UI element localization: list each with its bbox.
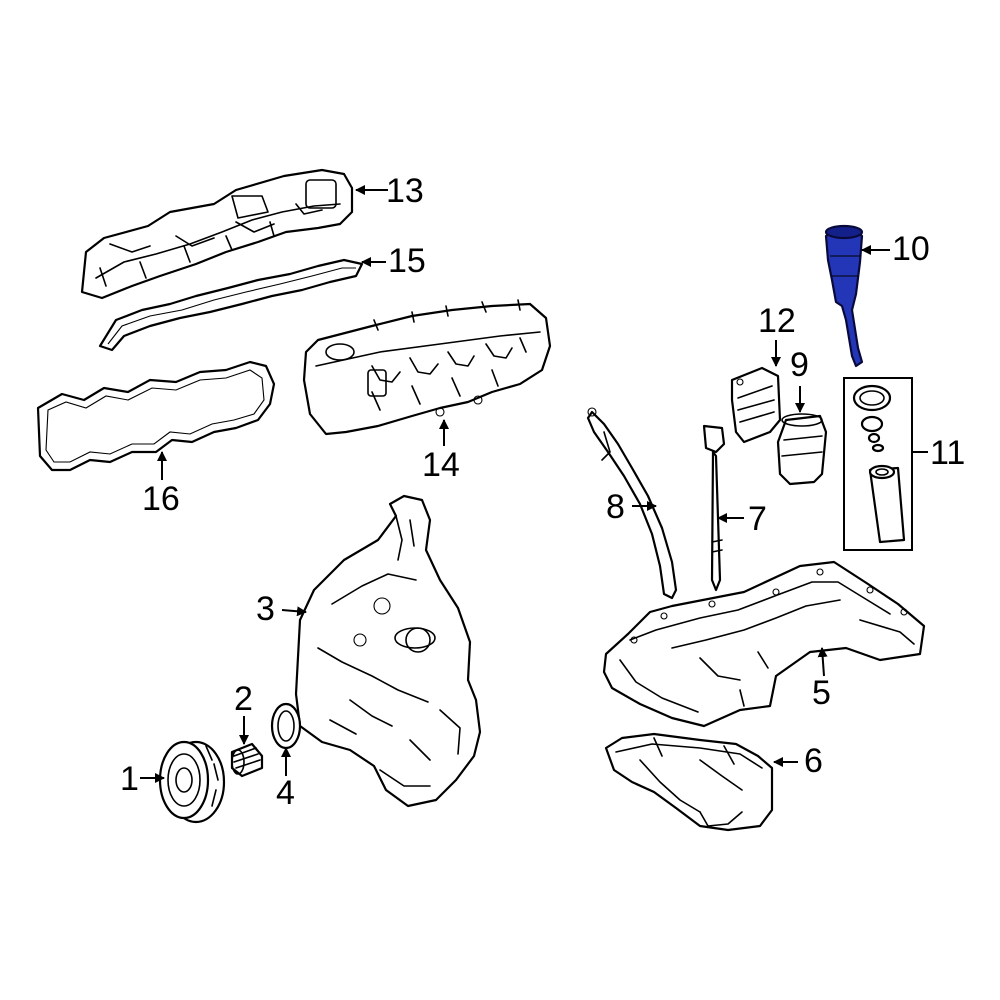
part-6-oil-pan-lower[interactable] xyxy=(604,732,774,832)
callout-2[interactable]: 2 xyxy=(234,680,253,718)
callout-labels: 13 15 16 14 3 2 4 1 8 7 12 9 10 11 5 6 xyxy=(120,172,965,812)
callout-13[interactable]: 13 xyxy=(386,172,424,210)
part-15-gasket[interactable] xyxy=(98,258,364,352)
part-13-valve-cover[interactable] xyxy=(80,168,354,300)
part-5-oil-pan-upper[interactable] xyxy=(602,560,926,728)
part-11-seal-kit[interactable] xyxy=(843,377,913,551)
part-1-crankshaft-pulley[interactable] xyxy=(158,740,226,824)
callout-15[interactable]: 15 xyxy=(388,242,426,280)
part-10-oil-filler-cap[interactable] xyxy=(824,224,864,368)
callout-9[interactable]: 9 xyxy=(790,346,809,384)
callout-3[interactable]: 3 xyxy=(256,590,275,628)
callout-12[interactable]: 12 xyxy=(758,302,796,340)
part-7-dipstick[interactable] xyxy=(702,424,726,592)
callout-14[interactable]: 14 xyxy=(422,446,460,484)
part-8-dipstick-tube[interactable] xyxy=(586,407,678,600)
part-4-seal[interactable] xyxy=(270,702,302,750)
leader-3 xyxy=(281,606,307,617)
callout-10[interactable]: 10 xyxy=(892,230,930,268)
callout-8[interactable]: 8 xyxy=(606,488,625,526)
kit-box xyxy=(843,377,913,551)
callout-5[interactable]: 5 xyxy=(812,674,831,712)
highlight-top xyxy=(824,224,864,240)
part-2-gear[interactable] xyxy=(230,742,264,778)
callout-7[interactable]: 7 xyxy=(748,500,767,538)
part-12-filter-housing[interactable] xyxy=(730,366,782,444)
callout-4[interactable]: 4 xyxy=(276,774,295,812)
part-3-timing-cover[interactable] xyxy=(294,494,482,808)
highlight-fill xyxy=(824,226,864,368)
callout-leaders xyxy=(140,185,928,783)
callout-16[interactable]: 16 xyxy=(142,480,180,518)
leader-5 xyxy=(817,647,828,677)
part-16-gasket[interactable] xyxy=(36,360,276,472)
part-9-filter-cap[interactable] xyxy=(776,413,828,486)
part-14-intake-manifold[interactable] xyxy=(302,299,552,436)
callout-11[interactable]: 11 xyxy=(930,434,965,472)
callout-1[interactable]: 1 xyxy=(120,760,139,798)
callout-6[interactable]: 6 xyxy=(804,742,823,780)
